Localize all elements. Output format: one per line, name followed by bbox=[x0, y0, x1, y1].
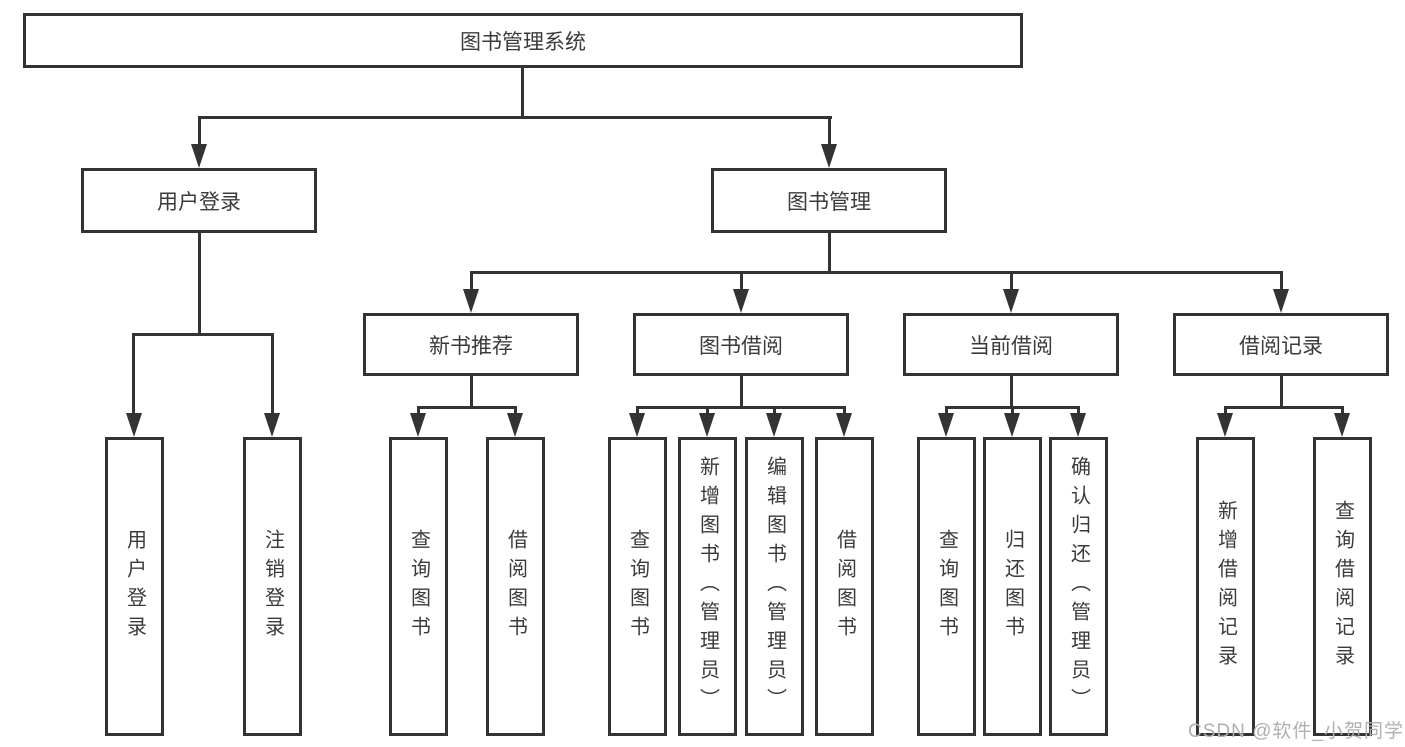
arrowhead-down bbox=[1003, 289, 1019, 313]
node-root-system: 图书管理系统 bbox=[23, 13, 1023, 68]
arrowhead-down bbox=[126, 413, 142, 437]
connector bbox=[198, 116, 201, 150]
arrowhead-down bbox=[766, 413, 782, 437]
connector bbox=[1010, 374, 1013, 408]
arrowhead-down bbox=[191, 144, 207, 168]
connector bbox=[1280, 271, 1283, 293]
connector bbox=[470, 271, 1283, 274]
connector bbox=[1224, 406, 1344, 409]
node-current-borrow: 当前借阅 bbox=[903, 313, 1119, 376]
leaf-edit-book-admin: 编辑图书（管理员） bbox=[745, 437, 804, 736]
arrowhead-down bbox=[629, 413, 645, 437]
connector bbox=[740, 271, 743, 293]
connector bbox=[740, 374, 743, 408]
connector bbox=[417, 406, 517, 409]
arrowhead-down bbox=[507, 413, 523, 437]
arrowhead-down bbox=[1070, 413, 1086, 437]
connector bbox=[521, 67, 524, 117]
arrowhead-down bbox=[463, 289, 479, 313]
arrowhead-down bbox=[699, 413, 715, 437]
arrowhead-down bbox=[821, 144, 837, 168]
connector bbox=[1010, 271, 1013, 293]
leaf-borrow-book: 借阅图书 bbox=[815, 437, 874, 736]
arrowhead-down bbox=[836, 413, 852, 437]
leaf-add-book-admin: 新增图书（管理员） bbox=[678, 437, 737, 736]
connector bbox=[828, 230, 831, 274]
connector bbox=[470, 374, 473, 408]
arrowhead-down bbox=[410, 413, 426, 437]
connector bbox=[1280, 374, 1283, 408]
node-borrow-records: 借阅记录 bbox=[1173, 313, 1389, 376]
leaf-user-login: 用户登录 bbox=[105, 437, 164, 736]
leaf-return-book: 归还图书 bbox=[983, 437, 1042, 736]
leaf-query-book-recommend: 查询图书 bbox=[389, 437, 448, 736]
csdn-watermark: CSDN @软件_小贺同学 bbox=[1188, 721, 1404, 742]
arrowhead-down bbox=[1217, 413, 1233, 437]
leaf-confirm-return-admin: 确认归还（管理员） bbox=[1049, 437, 1108, 736]
connector bbox=[198, 230, 201, 335]
connector bbox=[132, 333, 274, 336]
leaf-query-book-borrow: 查询图书 bbox=[608, 437, 667, 736]
arrowhead-down bbox=[1334, 413, 1350, 437]
arrowhead-down bbox=[938, 413, 954, 437]
connector bbox=[132, 333, 135, 418]
arrowhead-down bbox=[264, 413, 280, 437]
leaf-borrow-book-recommend: 借阅图书 bbox=[486, 437, 545, 736]
node-new-book-recommend: 新书推荐 bbox=[363, 313, 579, 376]
leaf-add-borrow-record: 新增借阅记录 bbox=[1196, 437, 1255, 736]
node-book-borrow: 图书借阅 bbox=[633, 313, 849, 376]
connector bbox=[470, 271, 473, 293]
leaf-query-borrow-record: 查询借阅记录 bbox=[1313, 437, 1372, 736]
node-book-management: 图书管理 bbox=[711, 168, 947, 233]
leaf-query-book-current: 查询图书 bbox=[917, 437, 976, 736]
arrowhead-down bbox=[1004, 413, 1020, 437]
arrowhead-down bbox=[1273, 289, 1289, 313]
connector bbox=[198, 116, 832, 119]
connector bbox=[271, 333, 274, 418]
connector bbox=[636, 406, 846, 409]
node-user-login: 用户登录 bbox=[81, 168, 317, 233]
connector bbox=[828, 116, 831, 150]
arrowhead-down bbox=[733, 289, 749, 313]
leaf-logout: 注销登录 bbox=[243, 437, 302, 736]
